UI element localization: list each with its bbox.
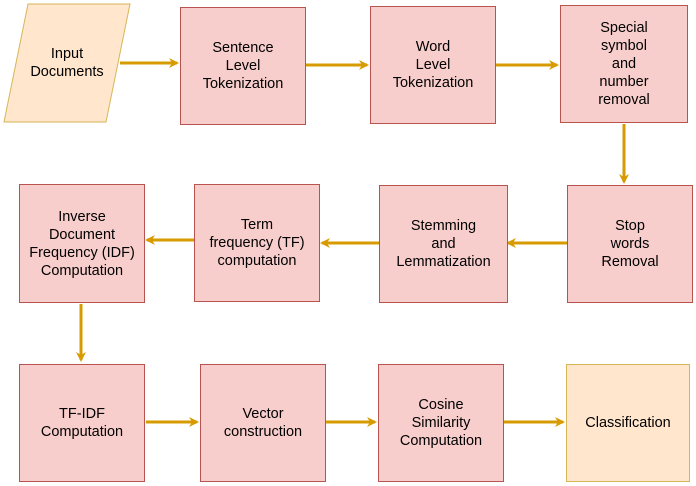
- node-label: Stemming and Lemmatization: [396, 218, 491, 270]
- node-classification: Classification: [566, 364, 690, 482]
- node-label: Stop words Removal: [601, 218, 659, 270]
- node-label: TF-IDF Computation: [40, 406, 124, 440]
- node-idf-computation: Inverse Document Frequency (IDF) Computa…: [19, 184, 145, 303]
- node-label: Inverse Document Frequency (IDF) Computa…: [29, 208, 135, 279]
- node-word-tokenization: Word Level Tokenization: [370, 6, 496, 124]
- node-input-documents: Input Documents: [4, 4, 130, 122]
- node-label: Special symbol and number removal: [598, 20, 650, 108]
- node-vector-construction: Vector construction: [200, 364, 326, 482]
- node-label: Word Level Tokenization: [392, 39, 474, 91]
- node-label: Sentence Level Tokenization: [202, 40, 284, 92]
- node-tfidf-computation: TF-IDF Computation: [19, 364, 145, 482]
- input-parallelogram: [3, 3, 131, 123]
- node-sentence-tokenization: Sentence Level Tokenization: [180, 7, 306, 125]
- node-label: Vector construction: [223, 406, 303, 440]
- node-label: Cosine Similarity Computation: [399, 397, 483, 449]
- node-stemming-lemmatization: Stemming and Lemmatization: [379, 185, 508, 303]
- node-label: Classification: [585, 415, 671, 431]
- node-label: Input Documents: [30, 46, 104, 80]
- node-cosine-similarity: Cosine Similarity Computation: [378, 364, 504, 482]
- node-stop-words-removal: Stop words Removal: [567, 185, 693, 303]
- node-special-symbol-removal: Special symbol and number removal: [560, 5, 688, 123]
- node-label: Term frequency (TF) computation: [209, 217, 305, 269]
- node-term-frequency: Term frequency (TF) computation: [194, 184, 320, 302]
